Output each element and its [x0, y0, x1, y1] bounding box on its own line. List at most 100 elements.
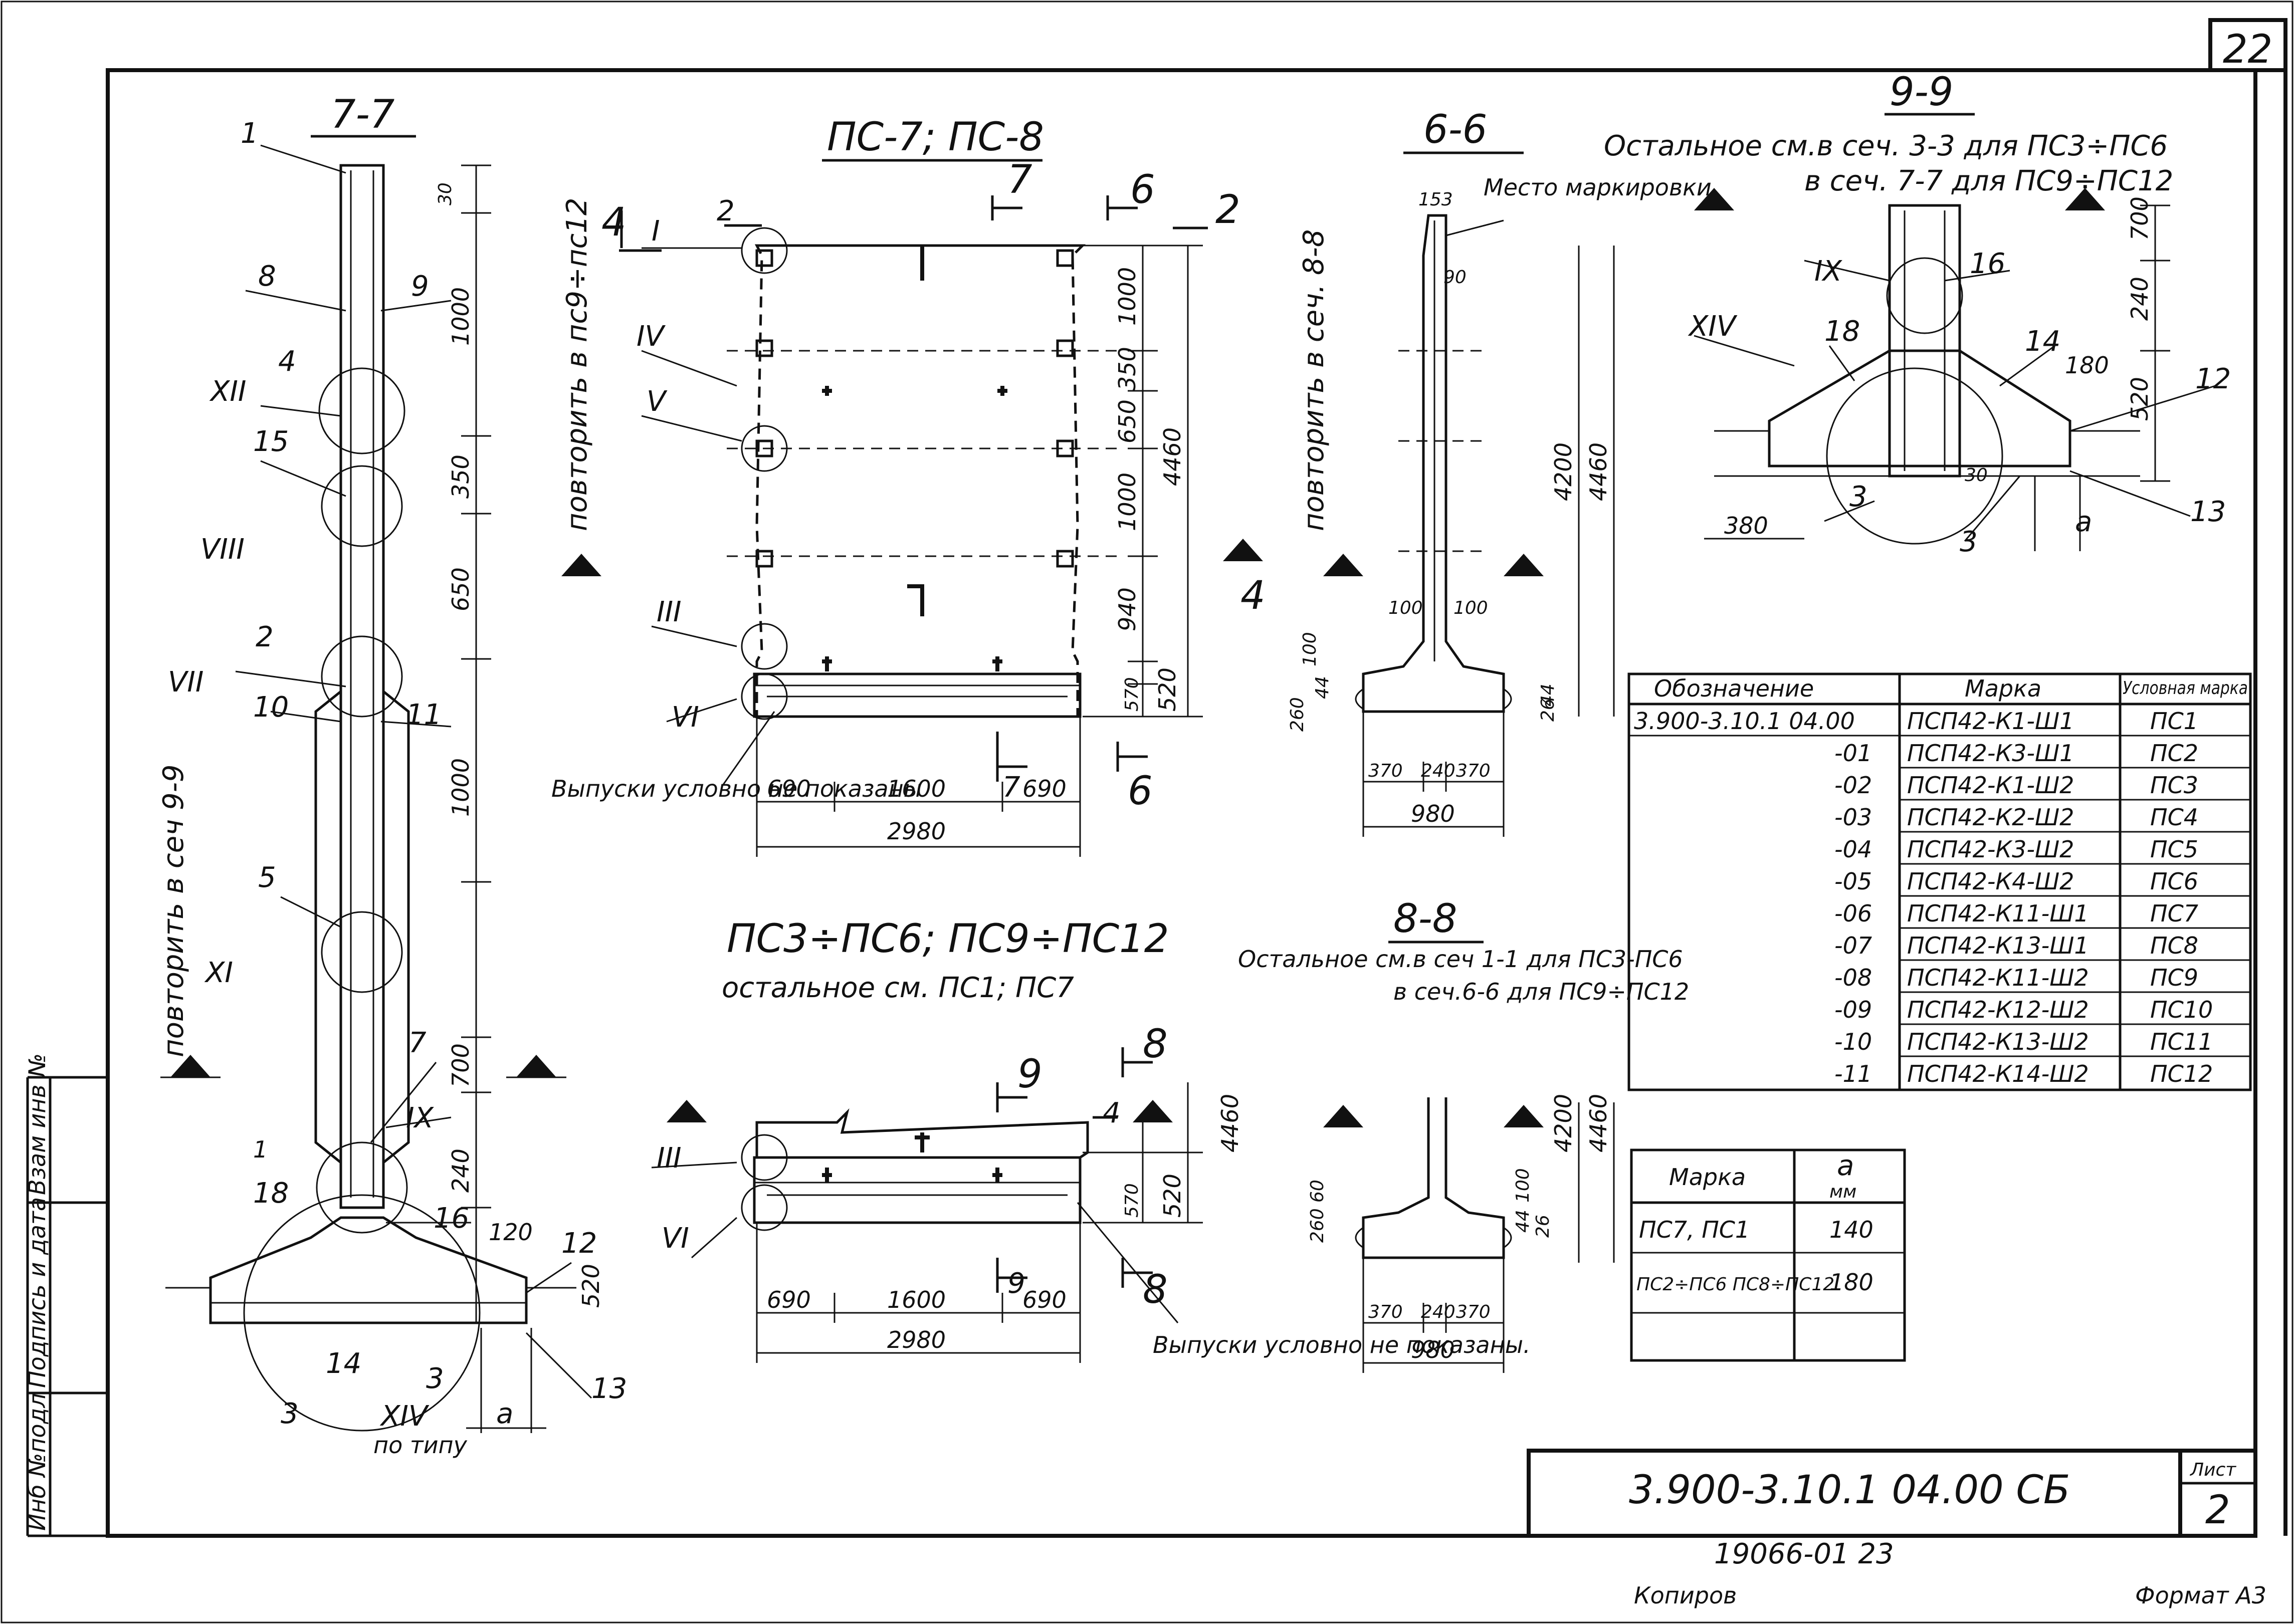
- dim-ps78-4460: 4460: [1159, 427, 1186, 486]
- td-designation-7: -07: [1834, 932, 1872, 959]
- dim-8-8-370b: 370: [1456, 1302, 1491, 1322]
- roman-ix: IX: [406, 1102, 435, 1134]
- sheet-label: Лист: [2189, 1460, 2236, 1480]
- roman-iv: IV: [637, 320, 666, 353]
- dim-ps78-690b: 690: [1022, 775, 1067, 802]
- a-td-val-1: 180: [1829, 1269, 1873, 1296]
- dim-7-7-1000b: 1000: [447, 758, 474, 817]
- dim-ps78-520: 520: [1154, 667, 1181, 712]
- section-7-7: 7-7 30 1000 350: [157, 92, 627, 1459]
- vzam-inv-label: Взам инв №: [24, 1053, 51, 1195]
- td-mark-9: ПСП42-К12-Ш2: [1907, 996, 2089, 1023]
- footer: 19066-01 23 Копиров Формат А3: [1634, 1538, 2266, 1609]
- footer-copied: Копиров: [1634, 1582, 1737, 1609]
- th-mark: Марка: [1965, 675, 2041, 702]
- cut-ps3-9b: 9: [1007, 1267, 1025, 1300]
- td-mark-4: ПСП42-К3-Ш2: [1907, 836, 2074, 863]
- dim-7-7-520: 520: [577, 1264, 604, 1308]
- note-repeat-ps9: повторить в пс9÷пс12: [561, 197, 593, 531]
- a-th-mm: мм: [1829, 1182, 1856, 1202]
- callout-3b: 3: [281, 1398, 299, 1430]
- td-mark-1: ПСП42-К3-Ш1: [1907, 740, 2074, 767]
- note-repeat-9-9: повторить в сеч 9-9: [157, 764, 190, 1057]
- roman-vii: VII: [168, 666, 203, 699]
- td-designation-0: 3.900-3.10.1 04.00: [1634, 708, 1855, 735]
- a-td-val-0: 140: [1829, 1216, 1873, 1243]
- callout-2: 2: [256, 621, 274, 653]
- td-designation-1: -01: [1834, 740, 1872, 767]
- callout-13: 13: [591, 1372, 627, 1405]
- dim-8-8-100: 100: [1513, 1168, 1533, 1203]
- callout-8: 8: [258, 260, 276, 293]
- td-designation-5: -05: [1834, 868, 1872, 895]
- marks-table: Обозначение Марка Условная марка 3.900-3…: [1627, 672, 2252, 1091]
- dim-6-6-240: 240: [1421, 761, 1455, 781]
- note-9-9-2: в сеч. 7-7 для ПС9÷ПС12: [1804, 165, 2173, 197]
- callout-18: 18: [253, 1177, 289, 1210]
- cut-ps3-4: 4: [1103, 1097, 1121, 1129]
- dim-9-9-180: 180: [2065, 352, 2109, 379]
- cut-ps78-4a: 4: [601, 200, 627, 245]
- dim-6-6-980: 980: [1411, 800, 1455, 827]
- dim-ps3-690a: 690: [767, 1286, 811, 1313]
- td-mark-3: ПСП42-К2-Ш2: [1907, 804, 2074, 831]
- cut-ps3-9a: 9: [1017, 1052, 1042, 1097]
- section-9-9: 9-9 Остальное см.в сеч. 3-3 для ПС3÷ПС6 …: [1604, 70, 2231, 558]
- th-cond-mark: Условная марка: [2123, 678, 2248, 699]
- footer-inv: 19066-01 23: [1714, 1538, 1894, 1570]
- view-ps7-ps8: ПС-7; ПС-8: [551, 115, 1266, 857]
- place-label: Место маркировки: [1484, 174, 1712, 201]
- td-cond-11: ПС12: [2150, 1060, 2213, 1087]
- dim-ps3-570: 570: [1122, 1183, 1142, 1218]
- callout-10: 10: [253, 691, 289, 724]
- td-mark-6: ПСП42-К11-Ш1: [1907, 900, 2089, 927]
- callout-15: 15: [253, 425, 289, 458]
- dim-7-7-650: 650: [447, 567, 474, 611]
- callout-9-9-16: 16: [1970, 248, 2005, 280]
- td-cond-8: ПС9: [2150, 964, 2198, 991]
- dim-8-8-4460: 4460: [1585, 1094, 1612, 1152]
- roman-vi-b: VI: [662, 1222, 689, 1255]
- note-outlets-a: Выпуски условно не показаны: [551, 775, 922, 802]
- dim-6-6-44b: 44: [1538, 683, 1558, 707]
- a-th-mark: Марка: [1669, 1164, 1746, 1191]
- dim-ps78-2980: 2980: [887, 818, 946, 845]
- td-designation-8: -08: [1834, 964, 1872, 991]
- roman-viii: VIII: [200, 533, 245, 566]
- roman-v: V: [647, 385, 668, 418]
- inv-no-label: Инб №подл: [24, 1393, 51, 1531]
- cut-ps78-2b: 2: [1215, 187, 1240, 233]
- title-block: 3.900-3.10.1 04.00 СБ Лист 2: [1527, 1449, 2257, 1538]
- dim-7-7-700: 700: [447, 1043, 474, 1087]
- dim-8-8-4200: 4200: [1550, 1094, 1577, 1152]
- sheet-no: 2: [2205, 1488, 2230, 1533]
- callout-14: 14: [326, 1347, 361, 1380]
- sign-date-label: Подпись и дата: [24, 1197, 51, 1388]
- section-6-6: 6-6 Место маркировки 153 90 4200 4460 10…: [1287, 107, 1712, 837]
- dim-ps3-2980: 2980: [887, 1326, 946, 1353]
- dim-9-9-520: 520: [2126, 377, 2153, 421]
- th-designation: Обозначение: [1654, 675, 1814, 702]
- dim-ps3-4460: 4460: [1216, 1094, 1243, 1152]
- dim-7-7-1000a: 1000: [447, 287, 474, 346]
- dim-ps78-1000a: 1000: [1114, 267, 1141, 326]
- note-8-8-2: в сеч.6-6 для ПС9÷ПС12: [1393, 978, 1689, 1005]
- td-mark-5: ПСП42-К4-Ш2: [1907, 868, 2074, 895]
- dim-ps78-1600: 1600: [887, 775, 946, 802]
- callout-9-9-3b: 3: [1960, 526, 1978, 558]
- dim-8-8-26: 26: [1533, 1215, 1553, 1238]
- roman-i: I: [652, 215, 660, 248]
- note-9-9-1: Остальное см.в сеч. 3-3 для ПС3÷ПС6: [1604, 130, 2168, 162]
- dim-6-6-100c: 100: [1300, 632, 1320, 666]
- callout-12: 12: [561, 1227, 597, 1260]
- td-cond-9: ПС10: [2150, 996, 2213, 1023]
- roman-9-9-ix: IX: [1814, 255, 1843, 288]
- roman-xii: XII: [209, 375, 246, 408]
- dim-6-6-4200: 4200: [1550, 442, 1577, 501]
- dim-ps3-520: 520: [1159, 1174, 1186, 1218]
- dim-6-6-4460: 4460: [1585, 442, 1612, 501]
- dim-9-9-240: 240: [2126, 277, 2153, 321]
- dim-9-9-700: 700: [2126, 196, 2153, 241]
- dim-8-8-370a: 370: [1368, 1302, 1403, 1322]
- callout-1b: 1: [253, 1136, 268, 1163]
